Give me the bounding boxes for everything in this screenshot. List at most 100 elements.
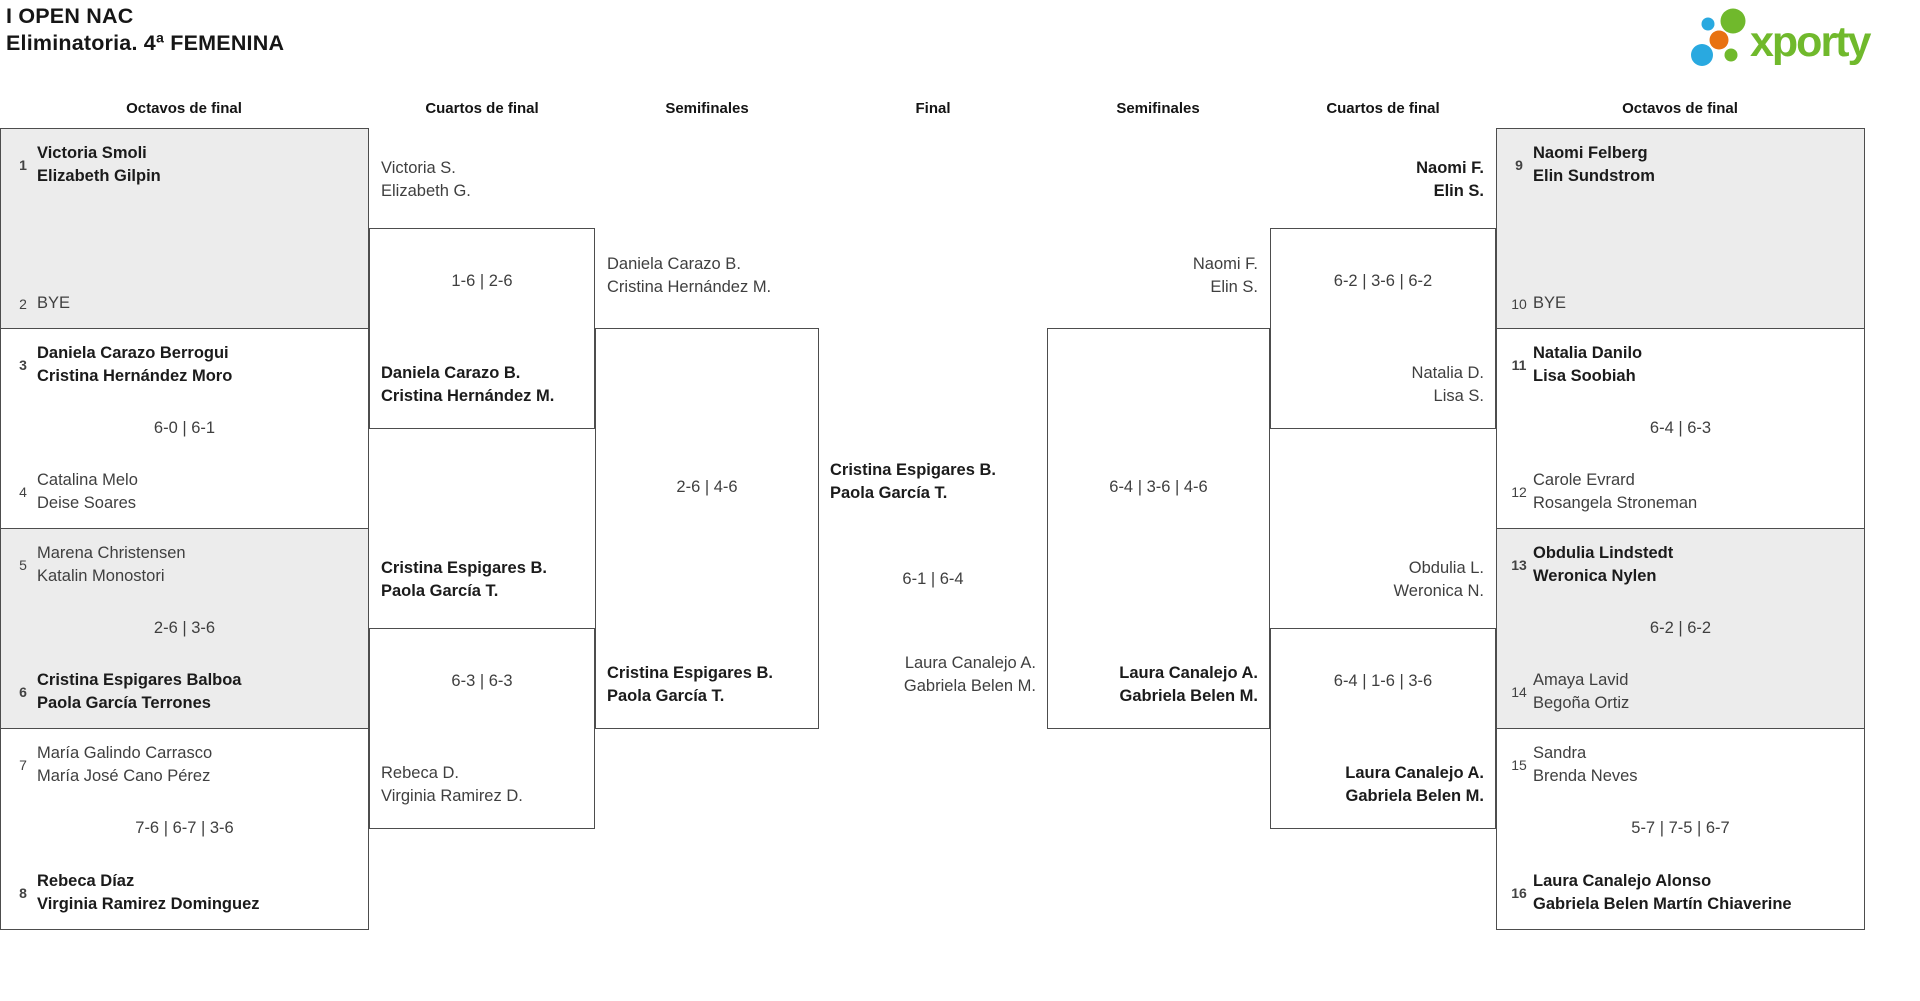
tournament-subtitle: Eliminatoria. 4ª FEMENINA — [6, 31, 285, 55]
octavos-match-5-6: 5 Marena Christensen Katalin Monostori 2… — [0, 528, 369, 729]
octavos-match-13-14: 13 Obdulia Lindstedt Weronica Nylen 6-2 … — [1496, 528, 1865, 729]
logo-dots-icon — [1691, 8, 1746, 66]
octavos-match-9-10: 9 Naomi Felberg Elin Sundstrom 10 BYE — [1496, 128, 1865, 329]
round-header-final: Final — [915, 100, 951, 117]
team-name: Marena Christensen — [37, 544, 186, 562]
team-name: Catalina Melo — [37, 471, 138, 489]
seed-number: 13 — [1511, 557, 1527, 573]
team-name: Lisa Soobiah — [1533, 367, 1636, 385]
team-name: María José Cano Pérez — [37, 767, 211, 785]
seed-number: 8 — [19, 885, 27, 901]
round-header-cuartos-left: Cuartos de final — [425, 100, 539, 117]
match-score: 6-4 | 3-6 | 4-6 — [1109, 478, 1208, 496]
team-name: Naomi F.Elin S. — [1416, 159, 1484, 200]
match-box-cuartos-right-2 — [1270, 628, 1496, 829]
bracket-slot: 10 BYE — [1505, 292, 1856, 315]
octavos-match-7-8: 7 María Galindo Carrasco María José Cano… — [0, 728, 369, 930]
seed-number: 5 — [19, 557, 27, 573]
match-score: 7-6 | 6-7 | 3-6 — [135, 819, 234, 837]
team-name: Paola García Terrones — [37, 694, 211, 712]
match-score: 6-2 | 3-6 | 6-2 — [1333, 272, 1433, 290]
tournament-name: I OPEN NAC — [6, 4, 134, 28]
team-name: Cristina Hernández Moro — [37, 367, 233, 385]
team-name: Elin Sundstrom — [1533, 167, 1655, 185]
team-name: Cristina Espigares Balboa — [37, 671, 242, 689]
xporty-logo[interactable]: xporty — [1690, 2, 1920, 74]
match-box-semifinal-left — [595, 328, 819, 729]
round-header-octavos-right: Octavos de final — [1622, 100, 1738, 117]
team-name: Rebeca Díaz — [37, 872, 135, 890]
team-name: Daniela Carazo Berrogui — [37, 344, 229, 362]
team-name: Weronica Nylen — [1533, 567, 1657, 585]
bracket-slot: 13 Obdulia Lindstedt Weronica Nylen — [1505, 542, 1856, 588]
match-score: 6-4 | 6-3 — [1649, 419, 1712, 437]
team-name: Cristina Espigares B.Paola García T. — [381, 559, 547, 600]
bracket-slot: 3 Daniela Carazo Berrogui Cristina Herná… — [9, 342, 360, 388]
team-name: Victoria Smoli — [37, 144, 147, 162]
bracket-slot: 16 Laura Canalejo Alonso Gabriela Belen … — [1505, 870, 1856, 916]
bracket-slot: 6 Cristina Espigares Balboa Paola García… — [9, 669, 360, 715]
octavos-match-3-4: 3 Daniela Carazo Berrogui Cristina Herná… — [0, 328, 369, 529]
seed-number: 4 — [19, 484, 27, 500]
match-score: 6-3 | 6-3 — [451, 672, 513, 690]
bracket-slot: 14 Amaya Lavid Begoña Ortiz — [1505, 669, 1856, 715]
bracket-slot: 15 Sandra Brenda Neves — [1505, 742, 1856, 788]
seed-number: 9 — [1515, 157, 1523, 173]
match-score: 1-6 | 2-6 — [451, 272, 513, 290]
team-name: Laura Canalejo A.Gabriela Belen M. — [903, 654, 1036, 695]
seed-number: 1 — [19, 157, 27, 173]
team-name: Virginia Ramirez Dominguez — [37, 895, 260, 913]
round-header-octavos-left: Octavos de final — [126, 100, 242, 117]
bracket-slot: 5 Marena Christensen Katalin Monostori — [9, 542, 360, 588]
team-name: María Galindo Carrasco — [37, 744, 213, 762]
team-name: Daniela Carazo B.Cristina Hernández M. — [381, 364, 555, 405]
team-name: Brenda Neves — [1533, 767, 1638, 785]
seed-number: 10 — [1511, 295, 1527, 312]
team-name: Begoña Ortiz — [1533, 694, 1630, 712]
team-name: Natalia Danilo — [1533, 344, 1643, 362]
round-header-cuartos-right: Cuartos de final — [1326, 100, 1440, 117]
match-score: 5-7 | 7-5 | 6-7 — [1631, 819, 1730, 837]
bracket-slot: 8 Rebeca Díaz Virginia Ramirez Dominguez — [9, 870, 360, 916]
match-box-cuartos-right-1 — [1270, 228, 1496, 429]
team-name: Naomi F.Elin S. — [1192, 255, 1258, 296]
team-name: Daniela Carazo B.Cristina Hernández M. — [607, 255, 772, 296]
tournament-title: I OPEN NAC Eliminatoria. 4ª FEMENINA — [6, 3, 284, 57]
logo-wordmark: xporty — [1750, 18, 1872, 66]
team-name: Natalia D.Lisa S. — [1411, 364, 1484, 405]
seed-number: 2 — [19, 295, 27, 312]
team-name: Sandra — [1533, 744, 1587, 762]
team-name: Obdulia L.Weronica N. — [1393, 559, 1484, 600]
team-name: Laura Canalejo A.Gabriela Belen M. — [1119, 664, 1258, 705]
octavos-match-11-12: 11 Natalia Danilo Lisa Soobiah 6-4 | 6-3… — [1496, 328, 1865, 529]
match-score: 6-4 | 1-6 | 3-6 — [1333, 672, 1433, 690]
bracket-slot: 9 Naomi Felberg Elin Sundstrom — [1505, 142, 1856, 188]
match-score: 6-1 | 6-4 — [902, 570, 964, 588]
team-name: Katalin Monostori — [37, 567, 165, 585]
team-name-final-winner: Cristina Espigares B.Paola García T. — [830, 461, 996, 502]
team-name: BYE — [1533, 294, 1567, 312]
match-box-cuartos-left-1 — [369, 228, 595, 429]
team-name: Cristina Espigares B.Paola García T. — [607, 664, 773, 705]
match-score: 2-6 | 4-6 — [676, 478, 738, 496]
team-name: Gabriela Belen Martín Chiaverine — [1533, 895, 1792, 913]
seed-number: 12 — [1511, 484, 1527, 500]
bracket-slot: 7 María Galindo Carrasco María José Cano… — [9, 742, 360, 788]
bracket-slot: 12 Carole Evrard Rosangela Stroneman — [1505, 469, 1856, 515]
team-name: Amaya Lavid — [1533, 671, 1629, 689]
octavos-match-1-2: 1 Victoria Smoli Elizabeth Gilpin 2 BYE — [0, 128, 369, 329]
team-name: Elizabeth Gilpin — [37, 167, 161, 185]
seed-number: 15 — [1511, 757, 1527, 773]
round-header-semis-right: Semifinales — [1116, 100, 1200, 117]
team-name: Obdulia Lindstedt — [1533, 544, 1674, 562]
team-name: Rebeca D.Virginia Ramirez D. — [381, 764, 523, 805]
seed-number: 16 — [1511, 885, 1527, 901]
team-name: Naomi Felberg — [1533, 144, 1648, 162]
team-name: Carole Evrard — [1533, 471, 1635, 489]
team-name: Victoria S.Elizabeth G. — [381, 159, 471, 200]
octavos-match-15-16: 15 Sandra Brenda Neves 5-7 | 7-5 | 6-7 1… — [1496, 728, 1865, 930]
team-name: BYE — [37, 294, 71, 312]
team-name: Laura Canalejo Alonso — [1533, 872, 1712, 890]
bracket-slot: 2 BYE — [9, 292, 360, 315]
